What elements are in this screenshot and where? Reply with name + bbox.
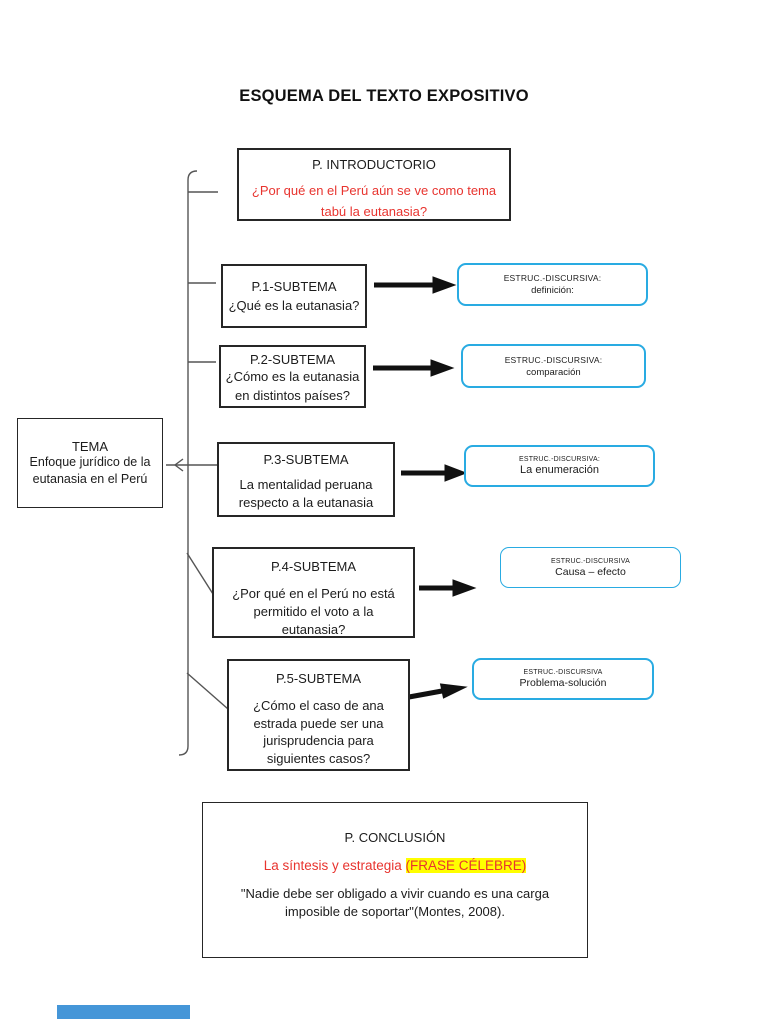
progress-bar xyxy=(57,1005,190,1019)
estructura-4-value: Causa – efecto xyxy=(555,565,626,578)
arrow-right-icon xyxy=(373,359,455,377)
intro-box: P. INTRODUCTORIO ¿Por qué en el Perú aún… xyxy=(237,148,511,221)
estructura-3-box: ESTRUC.-DISCURSIVA: La enumeración xyxy=(464,445,655,487)
subtema-4-box: P.4-SUBTEMA ¿Por qué en el Perú no está … xyxy=(212,547,415,638)
estructura-4-label: ESTRUC.-DISCURSIVA xyxy=(551,557,630,565)
tema-line: eutanasia en el Perú xyxy=(32,471,148,486)
tema-heading: TEMA xyxy=(71,439,109,454)
conclusion-quote: "Nadie debe ser obligado a vivir cuando … xyxy=(240,886,550,919)
page-title: ESQUEMA DEL TEXTO EXPOSITIVO xyxy=(239,87,529,105)
subtema-3-heading: P.3-SUBTEMA xyxy=(263,452,349,467)
estructura-1-box: ESTRUC.-DISCURSIVA: definición: xyxy=(457,263,648,306)
estructura-5-value: Problema-solución xyxy=(519,677,607,689)
subtema-3-box: P.3-SUBTEMA La mentalidad peruana respec… xyxy=(217,442,395,517)
subtema-2-text: ¿Cómo es la eutanasia en distintos paíse… xyxy=(225,369,360,403)
estructura-1-value: definición: xyxy=(531,285,574,296)
estructura-5-box: ESTRUC.-DISCURSIVA Problema-solución xyxy=(472,658,654,700)
estructura-2-value: comparación xyxy=(526,366,581,378)
subtema-2-box: P.2-SUBTEMA ¿Cómo es la eutanasia en dis… xyxy=(219,345,366,408)
subtema-4-text: ¿Por qué en el Perú no está permitido el… xyxy=(232,586,395,637)
subtema-3-text: La mentalidad peruana respecto a la euta… xyxy=(238,477,374,510)
intro-question: ¿Por qué en el Perú aún se ve como tema … xyxy=(251,183,497,219)
estructura-4-box: ESTRUC.-DISCURSIVA Causa – efecto xyxy=(500,547,681,588)
arrow-right-icon xyxy=(401,464,468,482)
conclusion-strategy: La síntesis y estrategia (FRASE CÉLEBRE) xyxy=(263,858,527,873)
subtema-2-heading: P.2-SUBTEMA xyxy=(249,352,335,367)
highlighted-phrase: (FRASE CÉLEBRE) xyxy=(405,858,527,873)
conclusion-heading: P. CONCLUSIÓN xyxy=(344,830,446,845)
estructura-2-box: ESTRUC.-DISCURSIVA: comparación xyxy=(461,344,646,388)
subtema-4-heading: P.4-SUBTEMA xyxy=(270,559,356,574)
conclusion-box: P. CONCLUSIÓN La síntesis y estrategia (… xyxy=(202,802,588,958)
tema-box: TEMA Enfoque jurídico de la eutanasia en… xyxy=(17,418,163,508)
intro-heading: P. INTRODUCTORIO xyxy=(312,157,436,172)
estructura-3-label: ESTRUC.-DISCURSIVA: xyxy=(518,456,601,463)
estructura-2-label: ESTRUC.-DISCURSIVA: xyxy=(504,354,603,365)
bracket-line xyxy=(166,170,229,756)
subtema-1-heading: P.1-SUBTEMA xyxy=(251,279,337,294)
subtema-1-box: P.1-SUBTEMA ¿Qué es la eutanasia? xyxy=(221,264,367,328)
subtema-1-text: ¿Qué es la eutanasia? xyxy=(228,298,360,313)
estructura-5-label: ESTRUC.-DISCURSIVA xyxy=(523,669,603,676)
tema-line: Enfoque jurídico de la xyxy=(29,455,151,469)
subtema-5-text: ¿Cómo el caso de ana estrada puede ser u… xyxy=(253,698,384,766)
estructura-1-label: ESTRUC.-DISCURSIVA: xyxy=(503,273,602,283)
estructura-3-value: La enumeración xyxy=(520,464,599,476)
arrow-right-icon xyxy=(374,276,457,294)
subtema-5-heading: P.5-SUBTEMA xyxy=(275,671,361,686)
arrow-right-icon xyxy=(419,579,477,597)
subtema-5-box: P.5-SUBTEMA ¿Cómo el caso de ana estrada… xyxy=(227,659,410,771)
